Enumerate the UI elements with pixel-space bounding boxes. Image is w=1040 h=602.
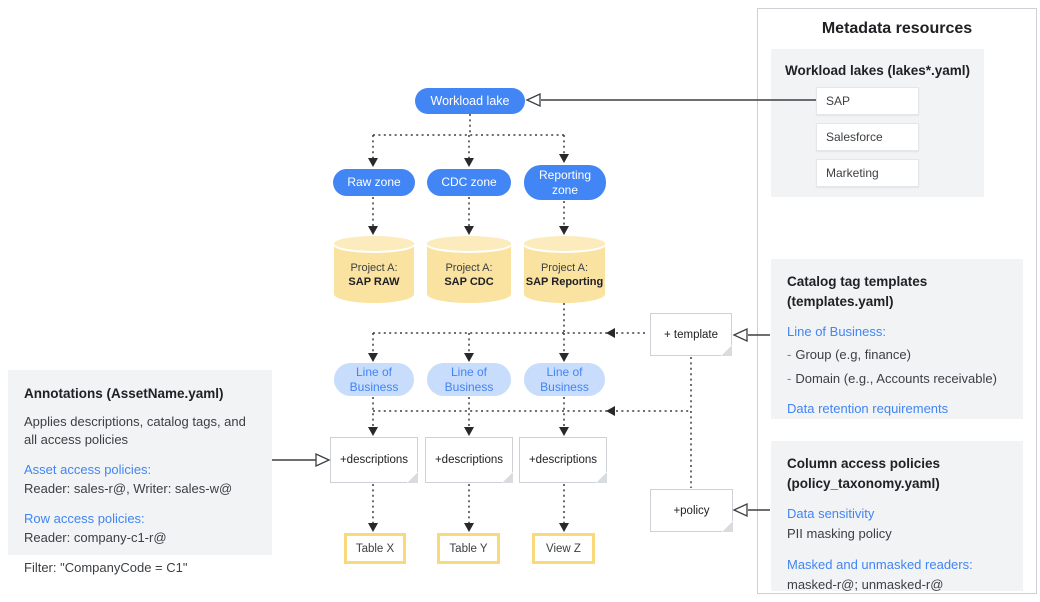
annotations-description: Applies descriptions, catalog tags, and …	[24, 413, 246, 448]
row-access-value: Reader: company-c1-r@	[24, 529, 167, 545]
asset-table-y: Table Y	[437, 533, 500, 564]
annotations-panel: Annotations (AssetName.yaml) Applies des…	[8, 370, 272, 575]
project-prefix: Project A:	[350, 261, 398, 274]
asset-access-heading: Asset access policies:	[24, 462, 152, 478]
column-policies-card: Column access policies (policy_taxonomy.…	[771, 441, 1023, 592]
project-name: SAP RAW	[348, 275, 400, 288]
descriptions-note-2: +descriptions	[425, 437, 513, 483]
data-retention-heading: Data retention requirements	[787, 400, 949, 416]
zone-node-raw: Raw zone	[333, 169, 415, 196]
project-cylinder-sap-cdc: Project A: SAP CDC	[427, 236, 511, 303]
workload-lake-node: Workload lake	[415, 88, 525, 114]
asset-view-z: View Z	[532, 533, 595, 564]
lob-item-group-text: Group (e.g, finance)	[795, 347, 911, 363]
workload-lakes-heading: Workload lakes (lakes*.yaml)	[784, 63, 971, 78]
project-name: SAP CDC	[444, 275, 494, 288]
project-cylinder-sap-raw: Project A: SAP RAW	[334, 236, 414, 303]
descriptions-note-1: +descriptions	[330, 437, 418, 483]
policy-note: +policy	[650, 489, 733, 532]
lob-item-domain-text: Domain (e.g., Accounts receivable)	[795, 370, 997, 386]
column-policies-heading-line1: Column access policies	[787, 456, 941, 471]
descriptions-note-3: +descriptions	[519, 437, 607, 483]
cylinder-top	[334, 236, 414, 251]
lake-item-sap: SAP	[816, 87, 919, 115]
lob-item-domain: -Domain (e.g., Accounts receivable)	[787, 370, 1007, 388]
catalog-templates-heading-line2: (templates.yaml)	[787, 293, 894, 309]
metadata-resources-panel: Metadata resources Workload lakes (lakes…	[757, 8, 1037, 594]
catalog-templates-card: Catalog tag templates (templates.yaml) L…	[771, 259, 1023, 419]
data-sensitivity-heading: Data sensitivity	[787, 506, 875, 522]
metadata-panel-title: Metadata resources	[821, 20, 973, 37]
workload-lakes-card: Workload lakes (lakes*.yaml) SAP Salesfo…	[771, 49, 984, 197]
line-of-business-tag-2: Line of Business	[427, 363, 511, 396]
project-label: Project A: SAP CDC	[427, 251, 511, 300]
list-bullet: -	[787, 370, 792, 386]
project-cylinder-sap-reporting: Project A: SAP Reporting	[524, 236, 605, 303]
zone-node-cdc: CDC zone	[427, 169, 511, 196]
readers-value: masked-r@; unmasked-r@	[787, 576, 944, 592]
cylinder-body	[524, 243, 605, 303]
cylinder-body	[334, 243, 414, 303]
data-sensitivity-value: PII masking policy	[787, 526, 892, 542]
cylinder-body	[427, 243, 511, 303]
line-of-business-tag-3: Line of Business	[524, 363, 605, 396]
row-access-heading: Row access policies:	[24, 510, 145, 526]
asset-table-x: Table X	[344, 533, 406, 564]
lake-item-salesforce: Salesforce	[816, 123, 919, 151]
zone-node-reporting: Reporting zone	[524, 165, 606, 200]
lob-heading: Line of Business:	[787, 324, 887, 340]
cylinder-top	[427, 236, 511, 251]
project-label: Project A: SAP Reporting	[524, 251, 605, 300]
project-prefix: Project A:	[540, 261, 589, 274]
list-bullet: -	[787, 347, 792, 363]
lob-item-group: -Group (e.g, finance)	[787, 346, 1007, 364]
project-name: SAP Reporting	[525, 275, 604, 288]
project-prefix: Project A:	[445, 261, 493, 274]
readers-heading: Masked and unmasked readers:	[787, 556, 973, 572]
asset-access-value: Reader: sales-r@, Writer: sales-w@	[24, 481, 233, 497]
project-label: Project A: SAP RAW	[334, 251, 414, 300]
column-policies-heading-line2: (policy_taxonomy.yaml)	[787, 475, 940, 491]
lake-item-marketing: Marketing	[816, 159, 919, 187]
line-of-business-tag-1: Line of Business	[334, 363, 414, 396]
catalog-templates-heading-line1: Catalog tag templates	[787, 274, 928, 289]
filter-value: Filter: "CompanyCode = C1"	[24, 559, 188, 575]
annotations-title: Annotations (AssetName.yaml)	[24, 386, 224, 401]
cylinder-top	[524, 236, 605, 251]
template-note: + template	[650, 313, 732, 356]
